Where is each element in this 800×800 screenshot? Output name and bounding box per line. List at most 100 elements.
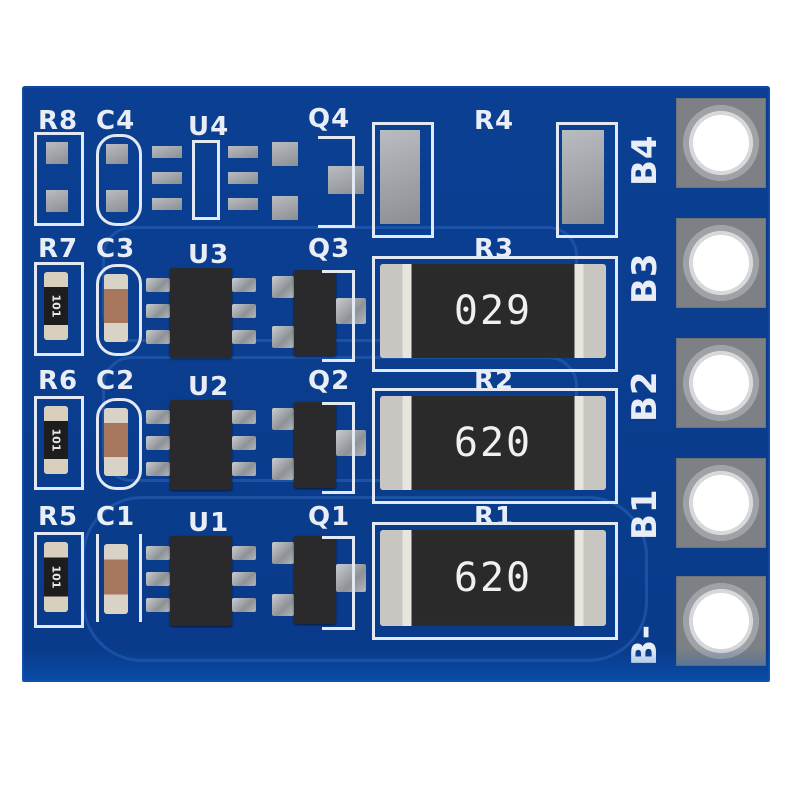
r1-body: 620 (411, 536, 575, 620)
c2-outline (96, 398, 142, 490)
r8-pad (46, 142, 68, 164)
q3-pad (272, 326, 294, 348)
label-b2: B2 (625, 370, 665, 422)
u3-pad (232, 330, 256, 344)
r3-body: 029 (411, 270, 575, 352)
label-q2: Q2 (308, 366, 351, 396)
terminal-b2-pad[interactable] (676, 338, 766, 428)
label-q3: Q3 (308, 234, 351, 264)
q2-outline (322, 402, 355, 494)
r4-pad (380, 130, 420, 224)
q1-outline (322, 536, 355, 630)
r4-pad (562, 130, 604, 224)
u3-pad (146, 304, 170, 318)
u4-pad (152, 172, 182, 184)
c4-pad (106, 144, 128, 164)
label-q1: Q1 (308, 502, 351, 532)
u4-pad (152, 146, 182, 158)
u1-pad (146, 572, 170, 586)
label-r4: R4 (474, 106, 515, 136)
label-b3: B3 (625, 252, 665, 304)
u3-pad (232, 278, 256, 292)
c3-capacitor (104, 274, 128, 342)
r5-resistor: 101 (44, 542, 68, 612)
label-b-minus: B- (625, 623, 665, 666)
q4-outline (318, 136, 355, 228)
u1-pad (232, 546, 256, 560)
c1-capacitor (104, 544, 128, 614)
q2-pad (336, 430, 366, 456)
u2-pad (232, 436, 256, 450)
q3-pad (336, 298, 366, 324)
r3-outline (372, 256, 618, 372)
label-c4: C4 (96, 106, 136, 136)
u1-pad (146, 546, 170, 560)
q4-pad (272, 142, 298, 166)
u4-outline (192, 140, 220, 220)
u2-pad (146, 410, 170, 424)
label-b4: B4 (625, 134, 665, 186)
label-b1: B1 (625, 488, 665, 540)
r6-resistor: 101 (44, 406, 68, 474)
r1-marking: 620 (453, 555, 533, 601)
q3-outline (322, 270, 355, 362)
r2-body: 620 (411, 402, 575, 484)
u2-ic (170, 400, 232, 490)
terminal-b1-pad[interactable] (676, 458, 766, 548)
r4-outline-left (372, 122, 434, 238)
q3-transistor (294, 270, 336, 356)
c4-pad (106, 190, 128, 212)
label-c2: C2 (96, 366, 136, 396)
q4-pad (328, 166, 364, 194)
u3-ic (170, 268, 232, 358)
u3-pad (146, 330, 170, 344)
u4-pad (152, 198, 182, 210)
pcb-board: R8 C4 U4 Q4 R4 R7 C3 U3 Q3 R3 101 029 R6 (22, 86, 770, 682)
label-r6: R6 (38, 366, 79, 396)
u1-ic (170, 536, 232, 626)
r1-outline (372, 522, 618, 640)
r2-marking: 620 (453, 420, 533, 466)
label-c1: C1 (96, 502, 136, 532)
u2-pad (146, 436, 170, 450)
u2-pad (232, 410, 256, 424)
u2-pad (232, 462, 256, 476)
r5-outline (34, 532, 84, 628)
label-u3: U3 (188, 240, 230, 270)
c4-outline (96, 134, 142, 226)
r3-marking: 029 (453, 288, 533, 334)
q3-pad (272, 276, 294, 298)
u1-pad (146, 598, 170, 612)
r6-outline (34, 396, 84, 490)
r3-shunt-resistor: 029 (380, 264, 606, 358)
q2-pad (272, 408, 294, 430)
label-u1: U1 (188, 508, 230, 538)
u4-pad (228, 172, 258, 184)
r1-shunt-resistor: 620 (380, 530, 606, 626)
label-u4: U4 (188, 112, 230, 142)
c3-outline (96, 264, 142, 356)
u3-pad (232, 304, 256, 318)
c2-capacitor (104, 408, 128, 476)
r4-outline-right (556, 122, 618, 238)
terminal-b3-pad[interactable] (676, 218, 766, 308)
r2-outline (372, 388, 618, 504)
terminal-b4-pad[interactable] (676, 98, 766, 188)
label-c3: C3 (96, 234, 136, 264)
label-q4: Q4 (308, 104, 351, 134)
terminal-b-minus-pad[interactable] (676, 576, 766, 666)
u4-pad (228, 198, 258, 210)
u1-pad (232, 572, 256, 586)
label-r8: R8 (38, 106, 79, 136)
q1-pad (272, 542, 294, 564)
label-r7: R7 (38, 234, 79, 264)
r7-outline (34, 262, 84, 356)
label-r5: R5 (38, 502, 79, 532)
q1-transistor (294, 536, 336, 624)
r2-shunt-resistor: 620 (380, 396, 606, 490)
u4-pad (228, 146, 258, 158)
u2-pad (146, 462, 170, 476)
q2-transistor (294, 402, 336, 488)
c1-outline (96, 534, 142, 622)
q1-pad (336, 564, 366, 592)
